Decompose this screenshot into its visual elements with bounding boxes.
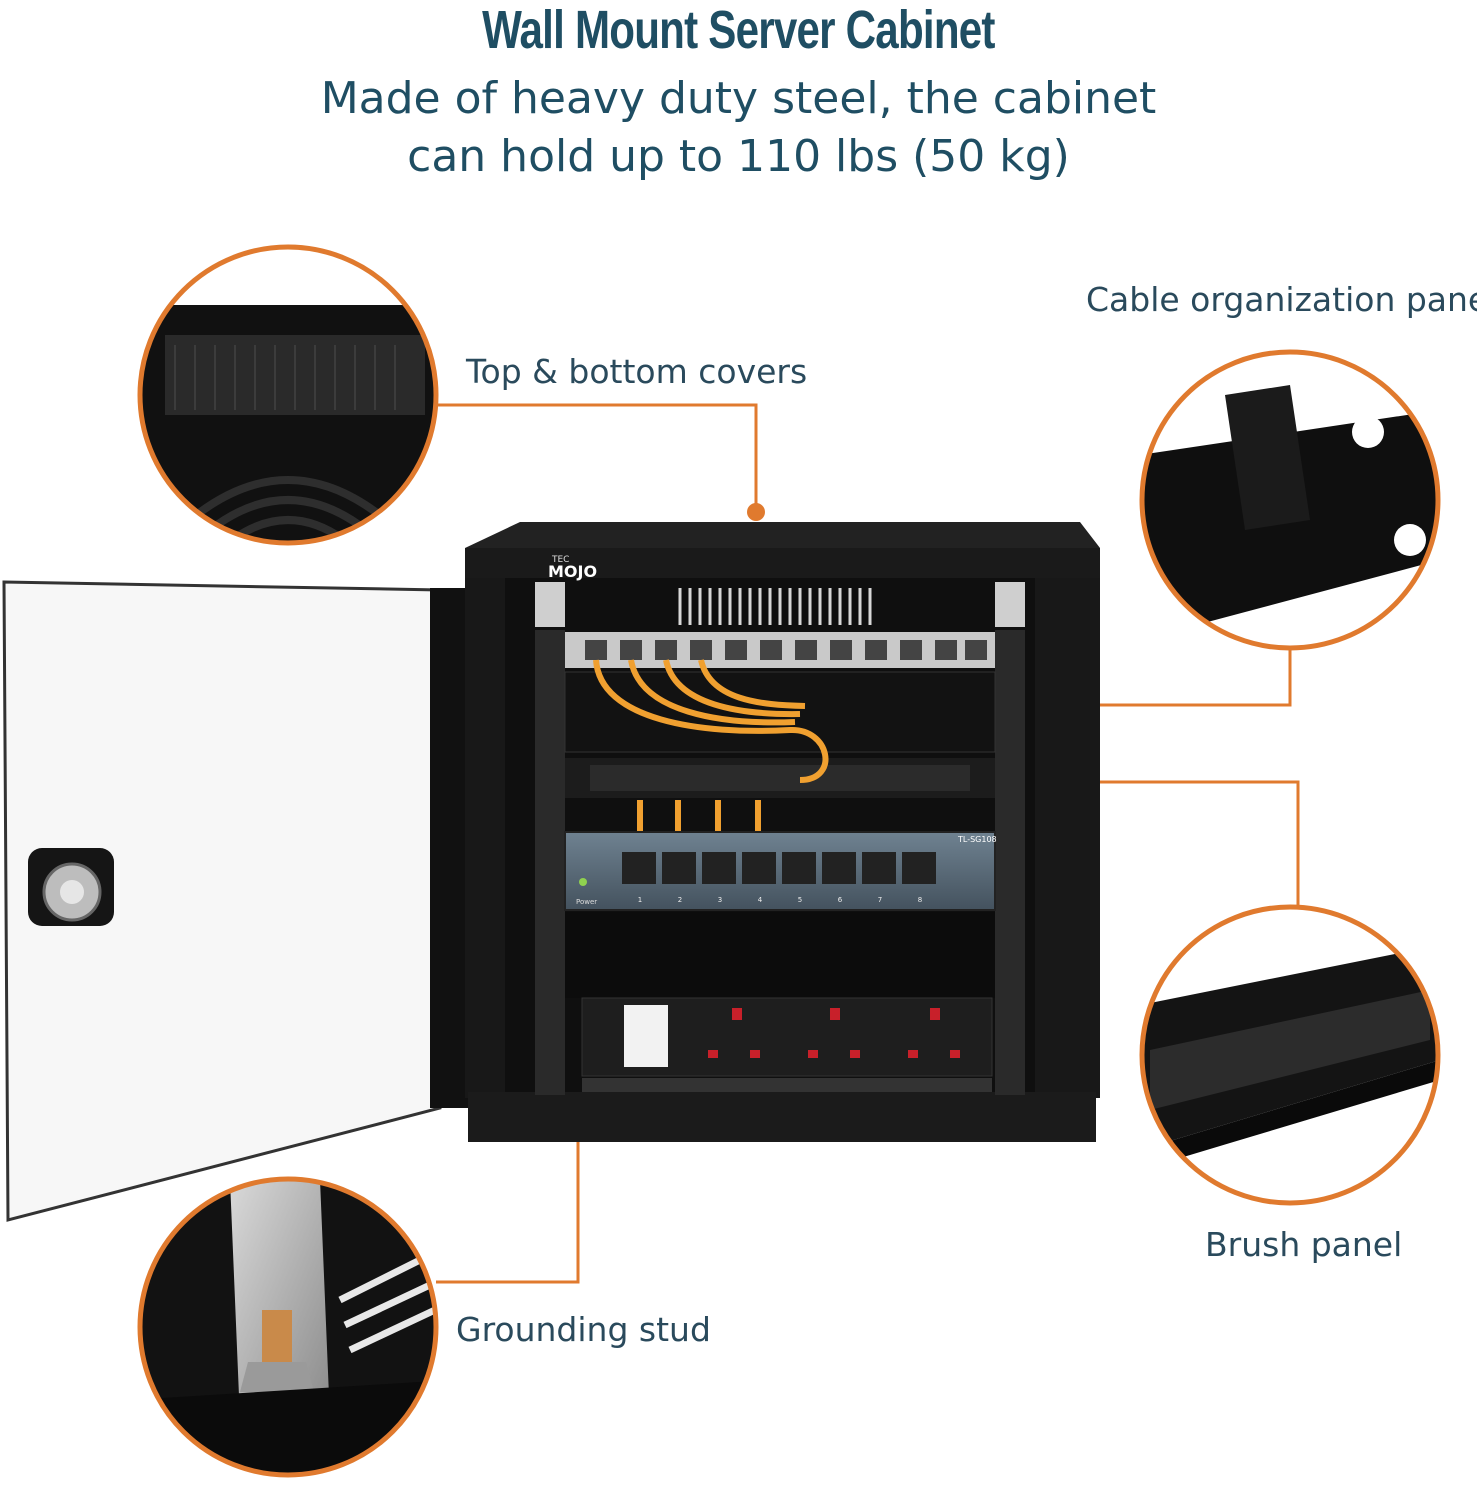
- brush-panel: [565, 758, 995, 798]
- svg-text:8: 8: [918, 896, 922, 904]
- network-switch: TL-SG108 Power 1 2 3 4 5 6 7 8: [564, 831, 997, 911]
- empty-shelf: [565, 912, 995, 998]
- page-title: Wall Mount Server Cabinet: [482, 0, 995, 60]
- svg-text:2: 2: [678, 896, 682, 904]
- callout-cable-organization-panel: Cable organization panel: [1086, 280, 1477, 319]
- page-subtitle: Made of heavy duty steel, the cabinet ca…: [0, 70, 1477, 186]
- svg-text:7: 7: [878, 896, 882, 904]
- cabinet-brand-logo: TEC MOJO: [548, 555, 597, 581]
- door-lock-icon: [28, 848, 114, 926]
- callout-grounding-stud: Grounding stud: [456, 1310, 711, 1349]
- svg-text:TL-SG108: TL-SG108: [957, 835, 997, 844]
- svg-text:Power: Power: [576, 898, 597, 906]
- callout-top-bottom-covers: Top & bottom covers: [466, 352, 808, 391]
- leader-brush-panel: [1012, 780, 1300, 905]
- callout-brush-panel: Brush panel: [1205, 1225, 1403, 1264]
- svg-text:4: 4: [758, 896, 763, 904]
- rear-vent: [678, 588, 872, 625]
- inset-top-cover: [137, 244, 439, 546]
- cabinet-body: TEC MOJO: [465, 522, 1100, 1142]
- inset-brush-panel: [1139, 904, 1441, 1206]
- svg-text:6: 6: [838, 896, 843, 904]
- power-strip: [581, 997, 993, 1077]
- patch-panel: [565, 632, 995, 668]
- svg-text:MOJO: MOJO: [548, 562, 597, 581]
- subtitle-line-1: Made of heavy duty steel, the cabinet: [320, 73, 1157, 124]
- cabinet-door: [2, 580, 502, 1222]
- svg-text:1: 1: [638, 896, 642, 904]
- inset-grounding-stud: [137, 1176, 439, 1478]
- leader-grounding: [436, 1115, 580, 1284]
- leader-top-covers: [436, 403, 758, 512]
- svg-text:TEC: TEC: [551, 555, 569, 565]
- subtitle-line-2: can hold up to 110 lbs (50 kg): [407, 131, 1070, 182]
- svg-text:5: 5: [798, 896, 802, 904]
- svg-text:3: 3: [718, 896, 722, 904]
- inset-cable-organization-panel: [1139, 349, 1441, 651]
